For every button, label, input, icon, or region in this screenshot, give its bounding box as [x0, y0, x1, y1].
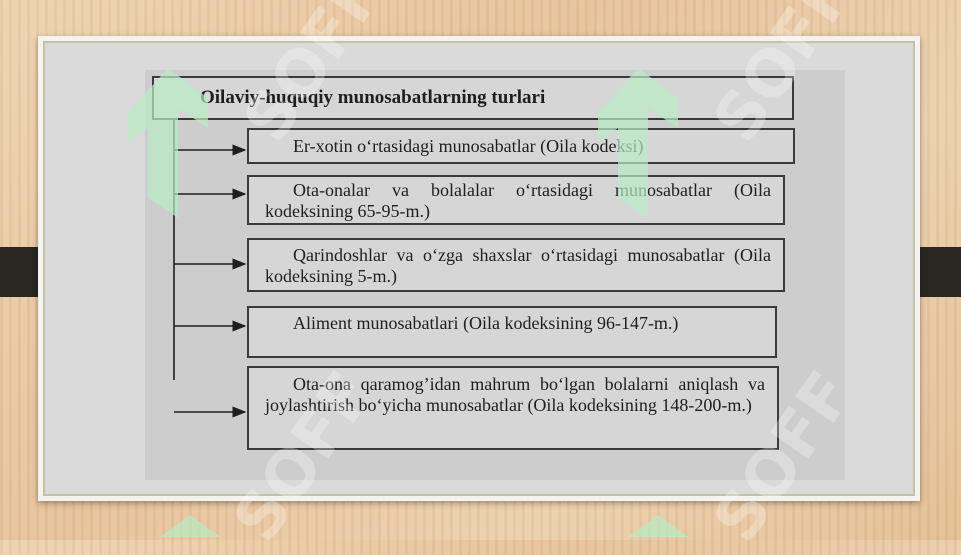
relation-box-spouses: Er-xotin o‘rtasidagi munosabatlar (Oila … — [247, 128, 795, 164]
relation-box-orphan-placement: Ota-ona qaramog’idan mahrum bo‘lgan bola… — [247, 366, 779, 450]
diagram-title: Oilaviy-huquqiy munosabatlarning turlari — [152, 76, 794, 120]
connector-lines — [173, 120, 247, 418]
relation-box-alimony: Aliment munosabatlari (Oila kodeksining … — [247, 306, 777, 358]
relation-text: Er-xotin o‘rtasidagi munosabatlar (Oila … — [293, 136, 644, 156]
relation-text: Aliment munosabatlari (Oila kodeksining … — [293, 313, 679, 333]
relation-text: Qarindoshlar va o‘zga shaxslar o‘rtasida… — [265, 245, 771, 286]
relation-box-relatives: Qarindoshlar va o‘zga shaxslar o‘rtasida… — [247, 238, 785, 292]
relation-text: Ota-ona qaramog’idan mahrum bo‘lgan bola… — [265, 374, 765, 415]
